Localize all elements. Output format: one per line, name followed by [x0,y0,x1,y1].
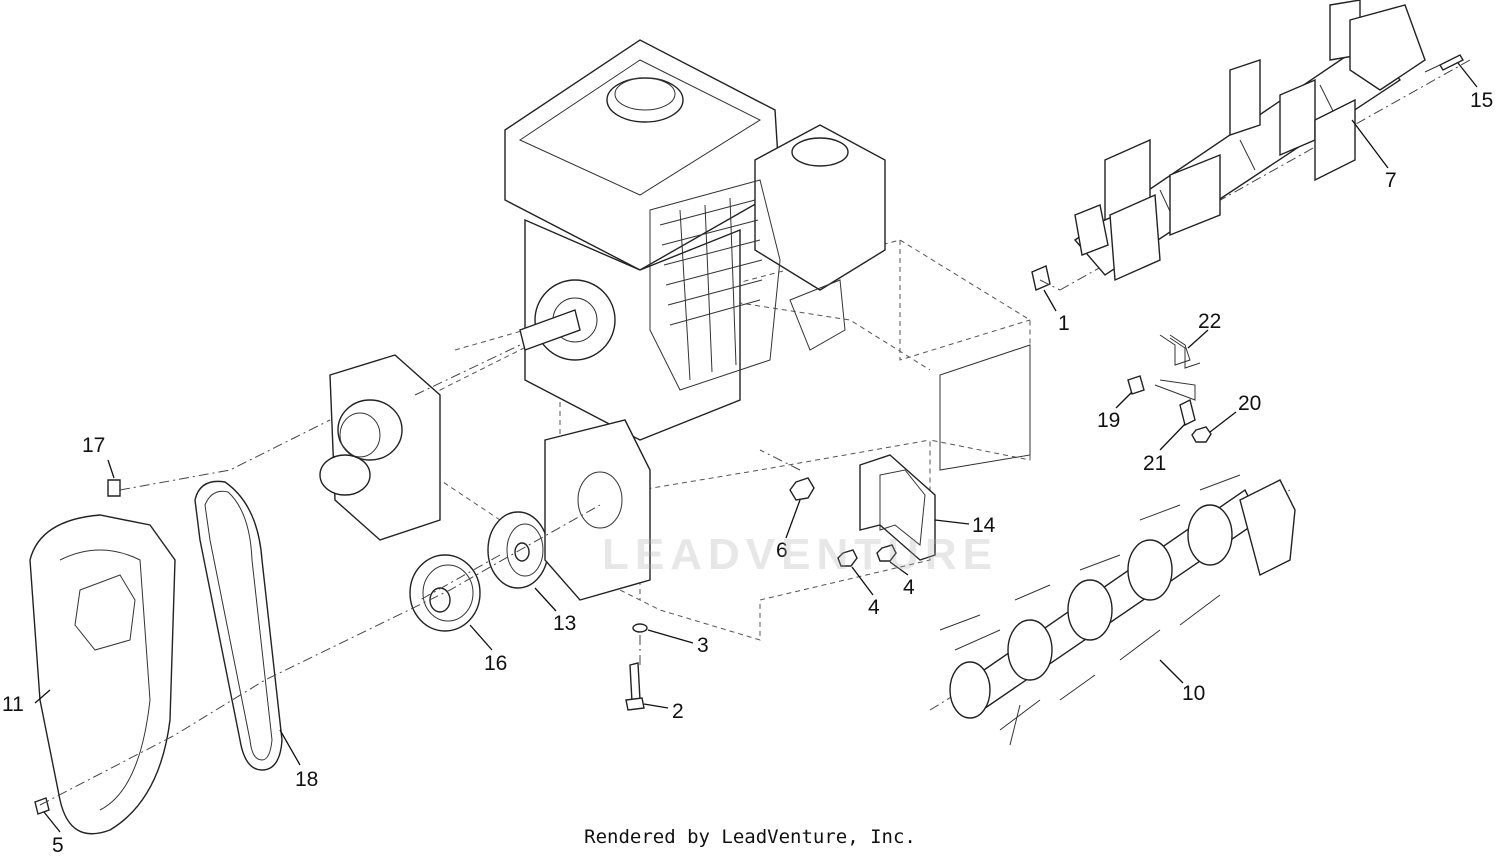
spike-reel [929,474,1296,746]
leader-lines [34,62,1478,833]
callout-2: 2 [672,700,684,723]
callout-6: 6 [776,539,788,562]
callout-4b: 4 [903,576,915,599]
callout-15: 15 [1470,89,1493,112]
callout-1: 1 [1058,312,1070,335]
v-belt [194,480,283,771]
callout-19: 19 [1097,409,1120,432]
pulley-16 [409,554,481,632]
callout-3: 3 [697,634,709,657]
callout-20: 20 [1238,392,1261,415]
bolt-19 [1127,375,1145,395]
bolt-15 [1424,54,1464,73]
clip-21 [1179,398,1196,427]
callout-13: 13 [553,612,576,635]
bolt-2 [625,662,645,711]
callout-22: 22 [1198,310,1221,333]
hub-13 [487,511,549,589]
callout-11: 11 [2,693,24,716]
callouts: 1 2 3 4 4 5 6 7 10 11 13 14 15 16 17 18 … [2,89,1493,857]
bearing-plate [544,419,651,601]
bracket-14 [859,454,936,561]
callout-21: 21 [1143,452,1166,475]
nut-4-right [876,544,897,562]
rod-22 [1154,334,1201,401]
nut-6 [789,477,815,501]
nut-20 [1191,426,1212,443]
callout-10: 10 [1182,682,1205,705]
callout-7: 7 [1385,169,1397,192]
render-credit: Rendered by LeadVenture, Inc. [584,826,916,848]
callout-5: 5 [52,834,64,857]
tine-shaft [1059,0,1471,291]
nut-4-left [837,549,858,567]
bolt-5 [34,797,50,815]
alignment-lines [39,279,1061,806]
callout-16: 16 [484,652,507,675]
callout-17: 17 [82,434,105,457]
callout-14: 14 [972,514,996,537]
washer-3 [632,623,648,633]
engine-pulley-assembly [319,354,441,541]
bolt-1 [1031,265,1051,291]
callout-18: 18 [295,768,318,791]
belt-cover [29,479,176,835]
callout-4a: 4 [868,596,880,619]
engine [504,39,886,441]
watermark-logo: LEADVENTURE [601,530,999,579]
